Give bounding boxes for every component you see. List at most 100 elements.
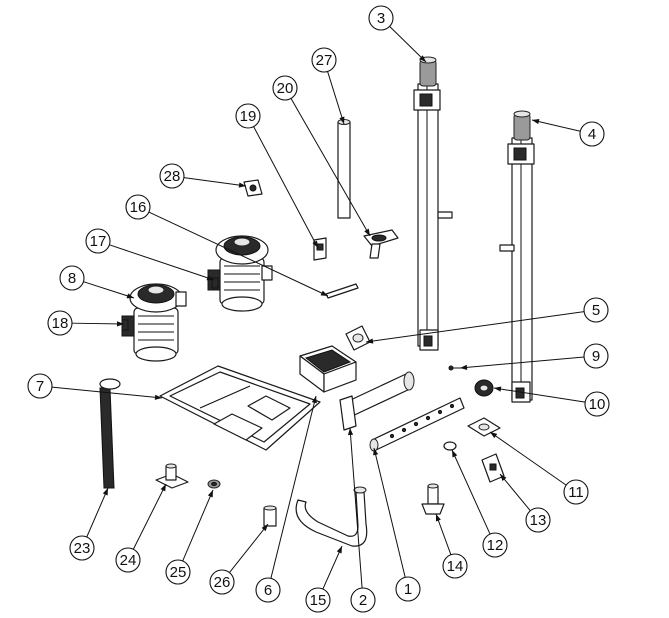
leader-line: [109, 244, 215, 281]
callout-4: 4: [531, 119, 605, 147]
callout-number: 20: [277, 80, 294, 97]
part-11-plate: [467, 417, 501, 437]
arrowhead: [366, 338, 374, 344]
callout-circle: [350, 587, 376, 613]
leader-line: [182, 489, 214, 562]
callout-6: 6: [255, 395, 317, 603]
callout-9: 9: [459, 343, 609, 370]
callout-circle: [305, 587, 331, 613]
callout-number: 5: [592, 302, 600, 319]
callout-number: 26: [214, 574, 231, 591]
callout-number: 7: [36, 378, 44, 395]
callout-number: 17: [90, 233, 107, 250]
callout-14: 14: [435, 513, 468, 579]
callout-10: 10: [493, 386, 610, 417]
callout-19: 19: [235, 103, 319, 249]
leader-line: [132, 483, 167, 550]
arrowhead: [452, 450, 458, 458]
leader-line: [183, 177, 247, 187]
part-27-tube: [337, 119, 351, 219]
part-23-long-bracket: [99, 378, 121, 489]
arrowhead: [154, 394, 162, 400]
callout-number: 16: [130, 199, 147, 216]
callout-circle: [69, 535, 95, 561]
callout-circle: [583, 297, 609, 323]
part-20-flange-funnel: [363, 229, 399, 259]
leader-line: [435, 513, 452, 555]
callout-circle: [579, 121, 605, 147]
callout-number: 25: [170, 564, 187, 581]
leader-line: [148, 211, 329, 297]
callout-circle: [209, 569, 235, 595]
callout-number: 9: [592, 348, 600, 365]
callout-circle: [125, 194, 151, 220]
callout-5: 5: [365, 297, 609, 344]
callout-circle: [27, 373, 53, 399]
callout-28: 28: [159, 163, 247, 189]
callout-circle: [368, 5, 394, 31]
callout-circle: [47, 310, 73, 336]
arrowhead: [339, 116, 345, 124]
part-25-nut: [207, 479, 221, 489]
callout-circle: [525, 507, 551, 533]
callout-25: 25: [165, 489, 214, 585]
leader-line: [531, 119, 581, 132]
callout-number: 2: [359, 592, 367, 609]
callout-number: 4: [588, 126, 596, 143]
part-5-gasket: [345, 325, 371, 351]
callout-circle: [583, 343, 609, 369]
callout-2: 2: [347, 427, 376, 613]
callout-number: 6: [264, 582, 272, 599]
arrowhead: [490, 432, 498, 439]
callout-number: 19: [240, 108, 257, 125]
part-10-ring: [474, 379, 494, 397]
leader-line: [365, 311, 585, 343]
leader-line: [499, 473, 531, 512]
callout-3: 3: [368, 5, 427, 63]
part-3-vertical-post: [413, 56, 453, 351]
leader-line: [290, 98, 371, 237]
callout-circle: [255, 577, 281, 603]
part-18-connector: [121, 319, 129, 331]
part-1-perforated-tube: [369, 397, 465, 452]
arrowhead: [494, 386, 502, 392]
part-12-washer: [443, 441, 457, 451]
leader-line: [493, 387, 586, 403]
part-14-fitting: [421, 483, 445, 515]
callout-circle: [85, 228, 111, 254]
arrowhead: [435, 514, 441, 522]
leader-line: [459, 356, 585, 369]
arrowhead: [126, 293, 134, 299]
part-8-motor: [121, 283, 187, 362]
part-15-curved-pipe: [295, 486, 368, 547]
callout-8: 8: [59, 265, 135, 299]
leader-line: [71, 322, 125, 325]
callout-20: 20: [272, 75, 371, 237]
arrowhead: [460, 364, 468, 370]
callout-circle: [311, 47, 337, 73]
callout-circle: [59, 265, 85, 291]
callout-7: 7: [27, 373, 163, 400]
callout-circle: [563, 479, 589, 505]
arrowhead: [320, 290, 328, 296]
arrowhead: [160, 484, 166, 492]
callout-circle: [584, 391, 610, 417]
callout-circle: [395, 576, 421, 602]
leader-line: [83, 281, 135, 299]
callout-number: 24: [120, 552, 137, 569]
leader-line: [86, 487, 109, 538]
callout-12: 12: [451, 449, 508, 558]
callout-number: 14: [447, 558, 464, 575]
part-17-connector: [211, 277, 219, 289]
part-16-rod: [325, 283, 359, 299]
leader-line: [253, 126, 319, 249]
callout-number: 3: [377, 10, 385, 27]
callout-13: 13: [499, 473, 551, 533]
arrowhead: [373, 448, 379, 456]
part-26-sleeve: [263, 505, 277, 527]
arrowhead: [116, 321, 124, 327]
callout-circle: [165, 559, 191, 585]
callout-1: 1: [373, 447, 421, 602]
callout-number: 10: [589, 396, 606, 413]
